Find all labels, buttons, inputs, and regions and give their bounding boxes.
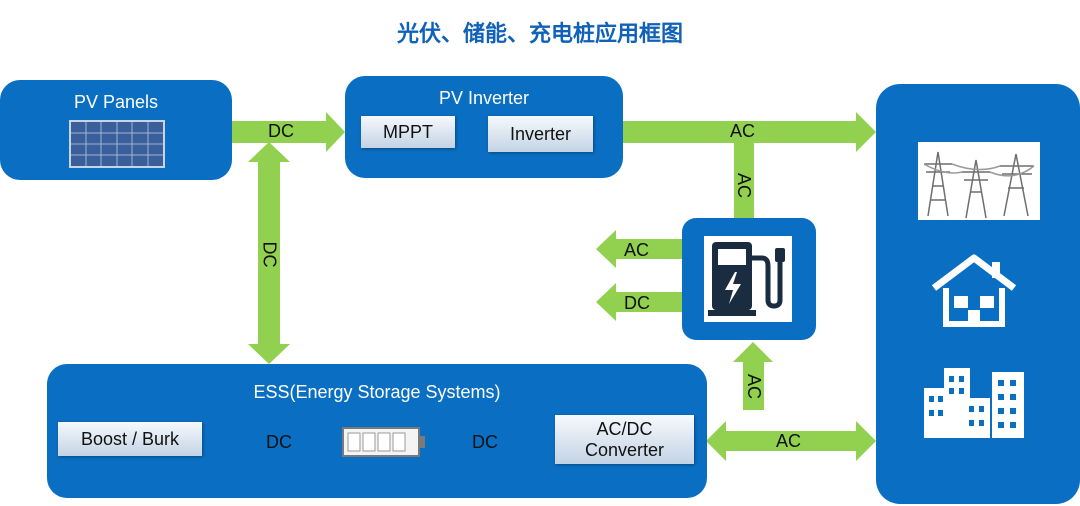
solar-panel-icon (69, 120, 165, 168)
mppt-block: MPPT (361, 116, 455, 148)
power-tower-icon (918, 142, 1040, 220)
pv-panels-box: PV Panels (0, 80, 232, 180)
arrow-charger-ac-out (596, 230, 682, 268)
ev-charger-box (682, 218, 816, 340)
arrow-inverter-to-grid (622, 112, 876, 152)
ac-dc-converter-block: AC/DC Converter (555, 415, 694, 464)
converter-to-charger-label: AC (744, 373, 765, 400)
converter-to-grid-label: AC (776, 431, 802, 451)
boost-buck-block: Boost / Burk (58, 422, 202, 456)
pv-inverter-box: PV Inverter MPPT Inverter (345, 76, 623, 178)
diagram-title: 光伏、储能、充电桩应用框图 (396, 22, 683, 47)
house-icon (931, 254, 1017, 327)
ess-label: ESS(Energy Storage Systems) (253, 382, 501, 402)
arrow-converter-to-grid (706, 421, 876, 461)
ev-charger-icon (704, 236, 792, 322)
inverter-to-grid-label: AC (730, 121, 756, 141)
inverter-block: Inverter (488, 116, 593, 152)
arrow-converter-to-charger (733, 342, 773, 410)
battery-to-converter-label: DC (472, 432, 498, 452)
boost-to-battery-label: DC (266, 432, 292, 452)
arrow-pv-to-inverter (232, 112, 345, 152)
buildings-icon (924, 368, 1024, 438)
arrow-charger-dc-out (596, 283, 682, 321)
pv-inverter-label: PV Inverter (438, 88, 530, 108)
grid-loads-box (876, 84, 1080, 504)
arrow-inverter-to-charger (734, 142, 754, 218)
arrow-pv-to-ess (248, 142, 290, 364)
pv-panels-label: PV Panels (73, 92, 159, 112)
ess-box: ESS(Energy Storage Systems) Boost / Burk… (47, 364, 707, 498)
charger-dc-out-label: DC (624, 293, 650, 313)
charger-ac-out-label: AC (624, 240, 650, 260)
pv-to-inverter-label: DC (268, 121, 294, 141)
inverter-to-charger-label: AC (734, 172, 755, 199)
battery-icon (342, 427, 425, 457)
pv-to-ess-label: DC (259, 241, 280, 268)
